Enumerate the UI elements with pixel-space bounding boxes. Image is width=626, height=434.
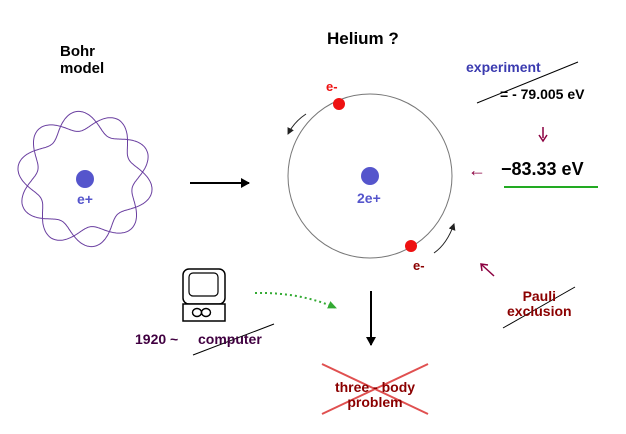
electron-bottom-label: e-: [413, 258, 425, 273]
helium-orbit: [287, 93, 453, 259]
bohr-title-line1: Bohr: [60, 43, 95, 60]
result-value: −83.33 eV: [501, 159, 584, 179]
experiment-strike: [476, 61, 579, 104]
bohr-nucleus-label: e+: [77, 191, 93, 207]
problem-label: three - body problem: [330, 379, 420, 411]
result-arrow: ←: [468, 160, 486, 180]
pauli-line1: Pauli: [522, 288, 557, 304]
pauli-line2: exclusion: [507, 303, 572, 320]
pauli-arrow: [481, 264, 495, 277]
bohr-title: Bohr model: [60, 43, 105, 77]
dotted-arrow: [254, 291, 337, 309]
bohr-orbit-wave: [17, 110, 153, 248]
helium-nucleus-label: 2e+: [357, 190, 381, 206]
cross-line-2: [321, 363, 429, 415]
electron-top: [333, 98, 345, 110]
experiment-value: = - 79.005 eV: [500, 86, 585, 102]
electron-bottom: [405, 240, 417, 252]
problem-line1: three - body: [334, 379, 416, 395]
computer-label: computer: [198, 331, 262, 347]
pauli-strike: [502, 286, 576, 329]
bohr-title-line2: model: [60, 59, 105, 77]
computer-icon: [182, 268, 226, 322]
problem-line2: problem: [347, 394, 403, 411]
helium-nucleus: [361, 167, 379, 185]
computer-year: 1920 ~: [135, 331, 179, 347]
electron-top-label: e-: [326, 79, 338, 94]
motion-arrow-top: [287, 113, 307, 135]
motion-arrow-bottom: [433, 223, 456, 254]
experiment-label: experiment: [466, 59, 541, 75]
bohr-nucleus: [76, 170, 94, 188]
computer-strike: [192, 323, 275, 356]
helium-title: Helium ?: [327, 29, 399, 48]
pauli-label: Pauli exclusion: [507, 288, 572, 320]
